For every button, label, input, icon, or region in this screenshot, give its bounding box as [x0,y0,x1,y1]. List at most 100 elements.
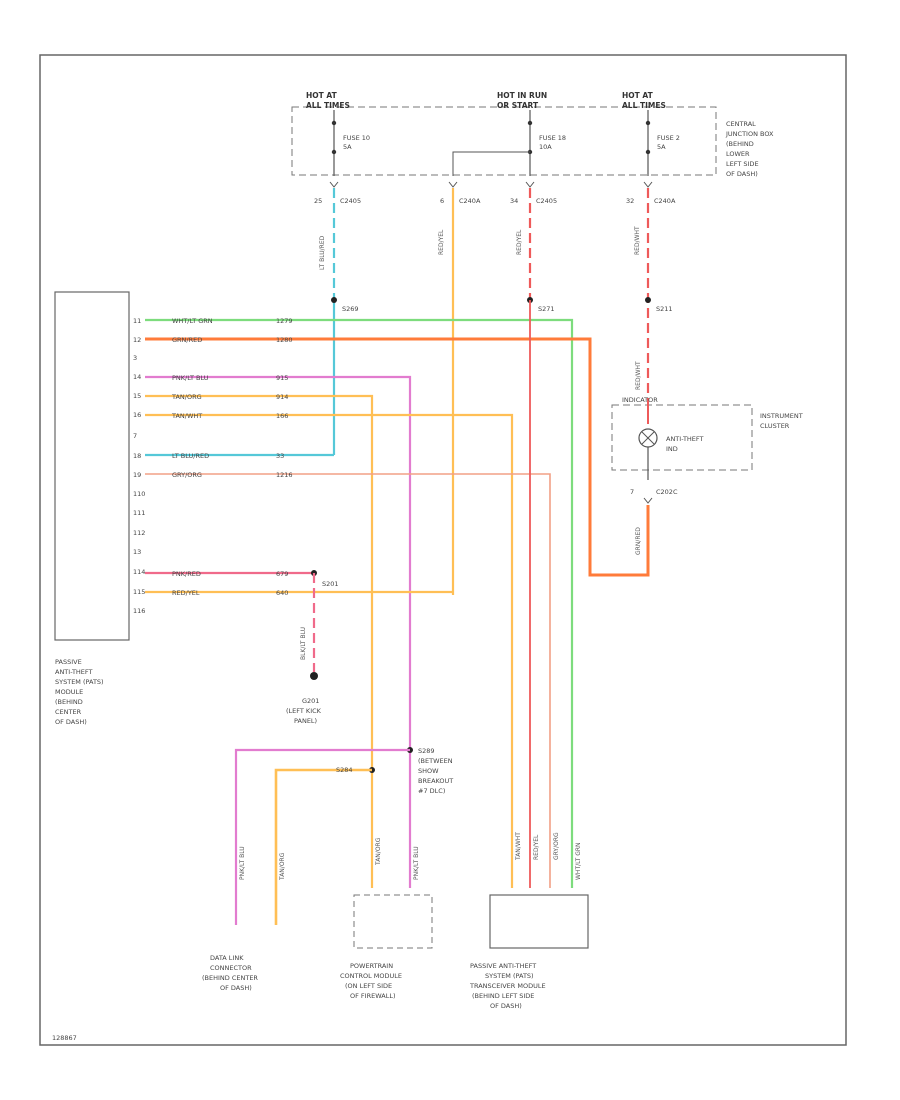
svg-text:LEFT SIDE: LEFT SIDE [726,160,759,168]
vlabel-top-1: LT BLU/RED [319,235,326,270]
svg-text:5A: 5A [343,143,352,151]
vlabel-cluster-top: RED/WHT [635,361,642,390]
fuse-2: FUSE 18 10A [452,110,566,176]
central-junction-box [291,106,717,176]
conn-name-1: C2405 [340,197,361,205]
vlabel-top-2: RED/YEL [438,229,445,255]
svg-text:S271: S271 [538,305,555,313]
svg-text:OF DASH): OF DASH) [490,1002,522,1010]
svg-text:SHOW: SHOW [418,767,439,775]
vlabel-top-3: RED/YEL [516,229,523,255]
splice-s269 [331,297,337,303]
svg-text:FUSE 10: FUSE 10 [343,134,370,142]
svg-text:(LEFT KICK: (LEFT KICK [286,707,322,715]
svg-text:CENTRAL: CENTRAL [726,120,756,128]
svg-text:(BEHIND: (BEHIND [726,140,754,148]
svg-text:16: 16 [133,411,141,419]
svg-text:33: 33 [276,452,284,460]
cluster-connector: INDICATOR [622,396,658,404]
fuse-1: FUSE 10 5A [331,110,370,176]
pcm-caption: POWERTRAIN CONTROL MODULE (ON LEFT SIDE … [340,962,402,1000]
module-pins: 11 12 3 14 15 16 7 18 19 110 111 112 13 … [133,317,145,615]
supply-3-l2: ALL TIMES [622,101,666,110]
c-cluster-name: C202C [656,488,678,496]
dlc-caption: DATA LINK CONNECTOR (BEHIND CENTER OF DA… [202,954,258,992]
svg-text:PASSIVE ANTI-THEFT: PASSIVE ANTI-THEFT [470,962,536,970]
svg-text:GRY/ORG: GRY/ORG [172,471,202,479]
instrument-cluster [611,404,753,471]
conn-pin-4: 32 [626,197,634,205]
conn-pin-2: 6 [440,197,444,205]
svg-text:S201: S201 [322,580,339,588]
vlabel-cluster-bottom: GRN/RED [635,527,642,555]
vlabel-pcm-1: TAN/ORG [375,837,382,866]
splice-note: S289 (BETWEEN SHOW BREAKOUT #7 DLC) [418,747,453,795]
supply-2-l2: OR START [497,101,539,110]
svg-text:PNK/RED: PNK/RED [172,570,201,578]
fuse-3: FUSE 2 5A [645,110,680,176]
vlabel-pcm-2: PNK/LT BLU [413,846,420,880]
vlabel-trans-1: TAN/WHT [515,832,522,861]
ground-g201 [310,672,318,680]
svg-text:DATA LINK: DATA LINK [210,954,244,962]
conn-name-3: C2405 [536,197,557,205]
svg-text:S289: S289 [418,747,435,755]
splice-s211 [645,297,651,303]
vlabel-top-4: RED/WHT [634,226,641,255]
svg-text:G201: G201 [302,697,319,705]
svg-text:TAN/WHT: TAN/WHT [171,412,202,420]
svg-text:PASSIVE: PASSIVE [55,658,82,666]
svg-text:TRANSCEIVER MODULE: TRANSCEIVER MODULE [469,982,546,990]
transceiver-box [489,894,589,949]
svg-text:CENTER: CENTER [55,708,82,716]
svg-text:OF DASH): OF DASH) [220,984,252,992]
connector-chevrons [329,181,653,188]
svg-text:WHT/LT GRN: WHT/LT GRN [172,317,213,325]
svg-text:112: 112 [133,529,145,537]
svg-text:OF DASH): OF DASH) [726,170,758,178]
svg-text:ANTI-THEFT: ANTI-THEFT [55,668,93,676]
svg-text:OF DASH): OF DASH) [55,718,87,726]
svg-text:10A: 10A [539,143,552,151]
svg-text:CONTROL MODULE: CONTROL MODULE [340,972,402,980]
svg-text:(BETWEEN: (BETWEEN [418,757,453,765]
svg-text:1280: 1280 [276,336,293,344]
conn-name-4: C240A [654,197,676,205]
svg-text:PNK/LT BLU: PNK/LT BLU [172,374,209,382]
svg-text:(BEHIND: (BEHIND [55,698,83,706]
svg-text:13: 13 [133,548,141,556]
vlabel-trans-2: RED/YEL [533,834,540,860]
svg-text:679: 679 [276,570,288,578]
svg-text:7: 7 [133,432,137,440]
cluster-label-2: CLUSTER [760,422,790,430]
svg-text:1216: 1216 [276,471,293,479]
svg-text:POWERTRAIN: POWERTRAIN [350,962,393,970]
wire-tan-org [145,394,374,888]
svg-text:LT BLU/RED: LT BLU/RED [172,452,209,460]
wire-tan-wht [145,413,514,888]
conn-name-2: C240A [459,197,481,205]
svg-text:14: 14 [133,373,141,381]
wire-dlc-pnk [234,748,410,925]
vlabel-ground: BLK/LT BLU [300,627,307,660]
svg-text:915: 915 [276,374,288,382]
supply-2-l1: HOT IN RUN [497,91,547,100]
supply-1-l2: ALL TIMES [306,101,350,110]
conn-pin-3: 34 [510,197,518,205]
svg-text:12: 12 [133,336,141,344]
svg-text:(BEHIND CENTER: (BEHIND CENTER [202,974,258,982]
cluster-lamp2: IND [666,445,678,453]
svg-text:SYSTEM (PATS): SYSTEM (PATS) [55,678,104,686]
svg-text:15: 15 [133,392,141,400]
s284-label: S284 [336,766,353,774]
svg-text:114: 114 [133,568,145,576]
svg-text:166: 166 [276,412,288,420]
vlabel-trans-4: WHT/LT GRN [575,842,582,880]
svg-text:19: 19 [133,471,141,479]
cjb-location-label: CENTRAL JUNCTION BOX (BEHIND LOWER LEFT … [725,120,774,178]
svg-text:JUNCTION BOX: JUNCTION BOX [725,130,774,138]
wire-wht-lt-grn [145,318,574,888]
svg-text:CONNECTOR: CONNECTOR [210,964,252,972]
svg-text:5A: 5A [657,143,666,151]
